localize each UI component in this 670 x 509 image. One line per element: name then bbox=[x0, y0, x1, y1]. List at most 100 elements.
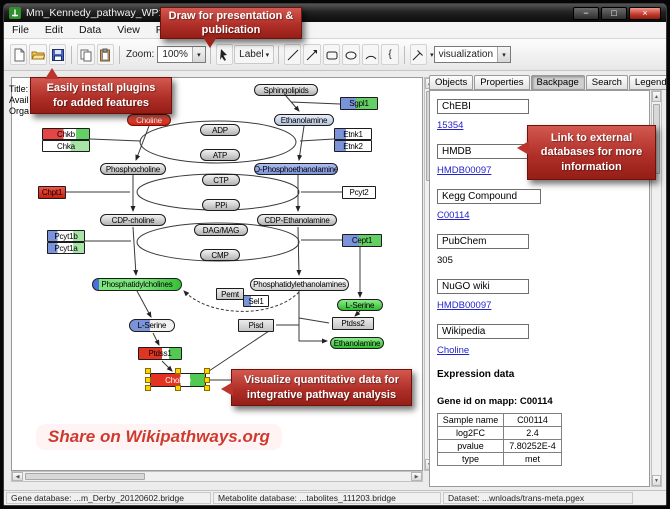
pathway-node-ethanolamine[interactable]: Ethanolamine bbox=[274, 114, 334, 126]
pathway-node-sphingolipids[interactable]: Sphingolipids bbox=[254, 84, 318, 96]
callout-visualize-data: Visualize quantitative data for integrat… bbox=[221, 369, 412, 406]
save-button[interactable] bbox=[48, 44, 67, 65]
canvas-horizontal-scrollbar[interactable]: ◀ ▶ bbox=[11, 471, 423, 482]
gene-id-line: Gene id on mapp: C00114 bbox=[437, 396, 553, 407]
open-button[interactable] bbox=[29, 44, 47, 65]
pathway-node-chka[interactable]: Chka bbox=[42, 140, 90, 152]
tab-search[interactable]: Search bbox=[585, 75, 628, 90]
pointer-tool-button[interactable] bbox=[215, 44, 234, 65]
label-tool-button[interactable]: Label ▾ bbox=[234, 45, 275, 64]
selection-handle[interactable] bbox=[175, 385, 181, 391]
scroll-right-icon[interactable]: ▶ bbox=[411, 472, 422, 481]
scroll-up-icon[interactable]: ▲ bbox=[652, 91, 661, 102]
arc-tool-button[interactable] bbox=[361, 44, 380, 65]
pathway-node-pisd[interactable]: Pisd bbox=[238, 319, 274, 332]
pathway-node-adp[interactable]: ADP bbox=[200, 124, 240, 136]
table-row: Sample name C00114 bbox=[437, 413, 562, 427]
pathway-node-etnk2[interactable]: Etnk2 bbox=[334, 140, 372, 152]
selection-handle[interactable] bbox=[175, 368, 181, 374]
pathway-node-ppi[interactable]: PPi bbox=[202, 199, 240, 211]
selection-handle[interactable] bbox=[145, 368, 151, 374]
pathway-node-chkb[interactable]: Chkb bbox=[42, 128, 90, 140]
pathway-node-phosphatidylethanolamines[interactable]: Phosphatidylethanolamines bbox=[250, 278, 349, 291]
callout-text: Draw for presentation & publication bbox=[168, 9, 294, 36]
pathway-node-ethanolamine[interactable]: Ethanolamine bbox=[330, 337, 384, 349]
kegg-link[interactable]: C00114 bbox=[437, 210, 470, 221]
scroll-down-icon[interactable]: ▼ bbox=[652, 475, 661, 486]
table-cell: pvalue bbox=[437, 439, 504, 453]
tab-legend[interactable]: Legend bbox=[628, 75, 666, 90]
pathway-node-pcyt1a[interactable]: Pcyt1a bbox=[47, 242, 85, 254]
pathway-node-chpt1[interactable]: Chpt1 bbox=[38, 186, 66, 199]
backpage-header-wikipedia: Wikipedia bbox=[437, 324, 529, 339]
line-tool-button[interactable] bbox=[283, 44, 302, 65]
tab-backpage[interactable]: Backpage bbox=[530, 75, 585, 90]
pathway-node-choline[interactable]: Choline bbox=[127, 114, 171, 126]
menu-data[interactable]: Data bbox=[79, 24, 102, 36]
selection-handle[interactable] bbox=[145, 385, 151, 391]
selection-handle[interactable] bbox=[204, 368, 210, 374]
new-button[interactable] bbox=[10, 44, 28, 65]
arrow-tool-button[interactable] bbox=[303, 44, 321, 65]
pathway-node-pemt[interactable]: Pemt bbox=[216, 288, 244, 300]
chevron-down-icon[interactable]: ▾ bbox=[191, 47, 205, 62]
pathway-node-cept1[interactable]: Cept1 bbox=[342, 234, 382, 247]
pathway-node-cmp[interactable]: CMP bbox=[200, 249, 240, 261]
pathway-node-sgpl1[interactable]: Sgpl1 bbox=[340, 97, 378, 110]
pathway-node-etnk1[interactable]: Etnk1 bbox=[334, 128, 372, 140]
pathway-node-atp[interactable]: ATP bbox=[200, 149, 240, 161]
zoom-combobox[interactable]: 100% ▾ bbox=[157, 46, 206, 63]
nugo-link[interactable]: HMDB00097 bbox=[437, 300, 492, 311]
copy-button[interactable] bbox=[77, 44, 95, 65]
table-row: pvalue 7.80252E-4 bbox=[437, 439, 562, 453]
close-button[interactable]: × bbox=[629, 6, 661, 20]
pathway-node-pcyt1b[interactable]: Pcyt1b bbox=[47, 230, 85, 242]
pathway-node-o-phosphoethanolamine[interactable]: O-Phosphoethanolamine bbox=[254, 163, 338, 175]
menu-view[interactable]: View bbox=[117, 24, 140, 36]
chevron-down-icon[interactable]: ▾ bbox=[430, 51, 434, 59]
chebi-link[interactable]: 15354 bbox=[437, 120, 464, 131]
hmdb-link[interactable]: HMDB00097 bbox=[437, 165, 492, 176]
pathway-node-phosphatidylcholines[interactable]: Phosphatidylcholines bbox=[92, 278, 182, 291]
pathway-node-sel1[interactable]: Sel1 bbox=[243, 295, 269, 307]
pathway-node-cdp-choline[interactable]: CDP-choline bbox=[100, 214, 166, 226]
pathway-node-phosphocholine[interactable]: Phosphocholine bbox=[100, 163, 166, 175]
pathway-node-l-serine[interactable]: L-Serine bbox=[337, 299, 383, 311]
info-title-label: Title: bbox=[9, 84, 29, 94]
pathway-node-dag-mag[interactable]: DAG/MAG bbox=[194, 224, 248, 236]
maximize-button[interactable]: □ bbox=[601, 6, 627, 20]
brace-tool-button[interactable]: { bbox=[381, 44, 399, 65]
minimize-button[interactable]: − bbox=[573, 6, 599, 20]
tab-objects[interactable]: Objects bbox=[429, 75, 474, 90]
paste-button[interactable] bbox=[96, 44, 115, 65]
tab-properties[interactable]: Properties bbox=[474, 75, 530, 90]
selection-handle[interactable] bbox=[145, 377, 151, 383]
pathway-node-ptdss2[interactable]: Ptdss2 bbox=[332, 317, 374, 330]
table-cell: log2FC bbox=[437, 426, 504, 440]
statusbar: Gene database: ...m_Derby_20120602.bridg… bbox=[4, 490, 666, 505]
selection-handle[interactable] bbox=[204, 377, 210, 383]
pathway-node-ctp[interactable]: CTP bbox=[202, 174, 240, 186]
visualization-combobox[interactable]: visualization ▾ bbox=[433, 46, 512, 63]
pathway-node-cdp-ethanolamine[interactable]: CDP-Ethanolamine bbox=[257, 214, 337, 226]
menu-file[interactable]: File bbox=[12, 24, 29, 36]
selection-handle[interactable] bbox=[204, 385, 210, 391]
pathway-node-pcyt2[interactable]: Pcyt2 bbox=[342, 186, 376, 199]
scroll-left-icon[interactable]: ◀ bbox=[12, 472, 23, 481]
rectangle-tool-button[interactable] bbox=[322, 44, 341, 65]
backpage-header-nugo: NuGO wiki bbox=[437, 279, 529, 294]
visualization-value: visualization bbox=[438, 49, 494, 60]
side-panel-tabs: Objects Properties Backpage Search Legen… bbox=[429, 75, 666, 90]
pathway-node-ptdss1[interactable]: Ptdss1 bbox=[138, 347, 182, 360]
scrollbar-thumb[interactable] bbox=[25, 473, 145, 480]
menu-edit[interactable]: Edit bbox=[44, 24, 64, 36]
pathway-node-l-serine[interactable]: L-Serine bbox=[129, 319, 175, 332]
chevron-down-icon[interactable]: ▾ bbox=[497, 47, 511, 62]
wikipedia-link[interactable]: Choline bbox=[437, 345, 470, 356]
share-caption: Share on Wikipathways.org bbox=[36, 424, 282, 450]
backpage-header-hmdb: HMDB bbox=[437, 144, 529, 159]
ellipse-tool-button[interactable] bbox=[342, 44, 360, 65]
tbar-tool-button[interactable] bbox=[409, 44, 428, 65]
